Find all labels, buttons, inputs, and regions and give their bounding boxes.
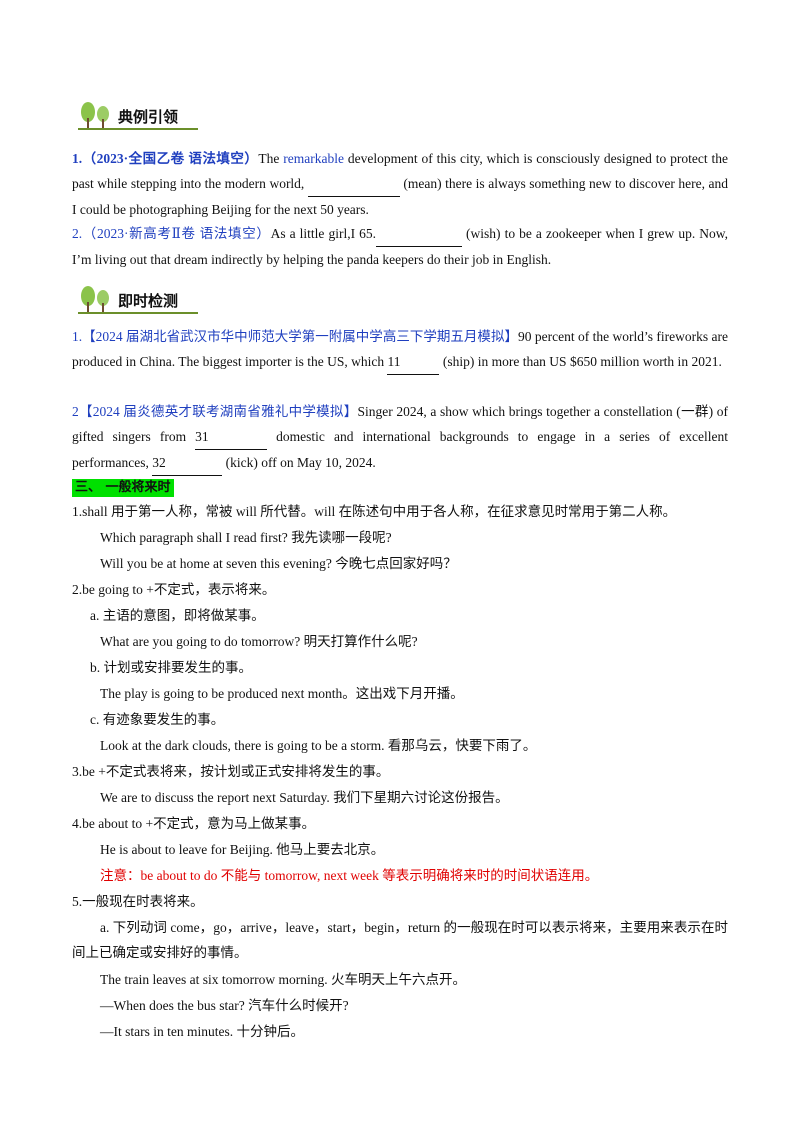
example-1: 1.（2023·全国乙卷 语法填空）The remarkable develop… xyxy=(72,151,728,217)
note-line: c. 有迹象要发生的事。 xyxy=(90,712,225,727)
note-line: 3.be +不定式表将来，按计划或正式安排将发生的事。 xyxy=(72,764,390,779)
answer-blank: 32 xyxy=(152,450,223,476)
note-line: 1.shall 用于第一人称，常被 will 所代替。will 在陈述句中用于各… xyxy=(72,504,677,519)
note-line: Look at the dark clouds, there is going … xyxy=(100,738,537,753)
note-line: —When does the bus star? 汽车什么时候开? xyxy=(100,998,349,1013)
note-line: 5.一般现在时表将来。 xyxy=(72,894,204,909)
section-heading-examples: 典例引领 xyxy=(72,98,212,138)
answer-blank: 11 xyxy=(387,349,440,375)
note-line: We are to discuss the report next Saturd… xyxy=(100,790,509,805)
note-line: He is about to leave for Beijing. 他马上要去北… xyxy=(100,842,385,857)
answer-blank xyxy=(307,171,400,197)
heading-underline xyxy=(78,312,198,314)
note-line: b. 计划或安排要发生的事。 xyxy=(90,660,252,675)
note-line: The play is going to be produced next mo… xyxy=(100,686,464,701)
answer-blank xyxy=(376,221,462,247)
grammar-notes: 1.shall 用于第一人称，常被 will 所代替。will 在陈述句中用于各… xyxy=(72,499,728,1045)
note-line: Will you be at home at seven this evenin… xyxy=(100,556,457,571)
question-1-source: 1.【2024 届湖北省武汉市华中师范大学第一附属中学高三下学期五月模拟】 xyxy=(72,329,518,344)
note-line: 4.be about to +不定式，意为马上做某事。 xyxy=(72,816,316,831)
example-2: 2.（2023·新高考Ⅱ卷 语法填空）As a little girl,I 65… xyxy=(72,221,728,272)
example-1-source: 1.（2023·全国乙卷 语法填空） xyxy=(72,151,259,166)
heading-underline xyxy=(78,128,198,130)
note-line: 2.be going to +不定式，表示将来。 xyxy=(72,582,276,597)
question-2-source: 2【2024 届炎德英才联考湖南省雅礼中学模拟】 xyxy=(72,404,358,419)
question-2: 2【2024 届炎德英才联考湖南省雅礼中学模拟】Singer 2024, a s… xyxy=(72,399,728,476)
warning-note: 注意：be about to do 不能与 tomorrow, next wee… xyxy=(100,868,599,883)
answer-blank: 31 xyxy=(195,424,268,450)
section-3-title: 三、 一般将来时 xyxy=(72,478,174,497)
keyword-remarkable: remarkable xyxy=(283,151,344,166)
note-line: What are you going to do tomorrow? 明天打算作… xyxy=(100,634,418,649)
question-1: 1.【2024 届湖北省武汉市华中师范大学第一附属中学高三下学期五月模拟】90 … xyxy=(72,324,728,375)
note-line: —It stars in ten minutes. 十分钟后。 xyxy=(100,1024,304,1039)
tree-icon xyxy=(81,286,109,312)
heading-title: 典例引领 xyxy=(118,108,179,126)
section-3-highlight: 三、 一般将来时 xyxy=(72,479,174,497)
note-line: a. 主语的意图，即将做某事。 xyxy=(90,608,265,623)
note-line: a. 下列动词 come，go，arrive，leave，start，begin… xyxy=(72,920,728,960)
tree-icon xyxy=(81,102,109,128)
heading-title: 即时检测 xyxy=(118,292,179,310)
note-line: Which paragraph shall I read first? 我先读哪… xyxy=(100,530,392,545)
note-line: The train leaves at six tomorrow morning… xyxy=(100,972,466,987)
example-2-source: 2.（2023·新高考Ⅱ卷 语法填空） xyxy=(72,226,271,241)
section-heading-practice: 即时检测 xyxy=(72,282,212,322)
